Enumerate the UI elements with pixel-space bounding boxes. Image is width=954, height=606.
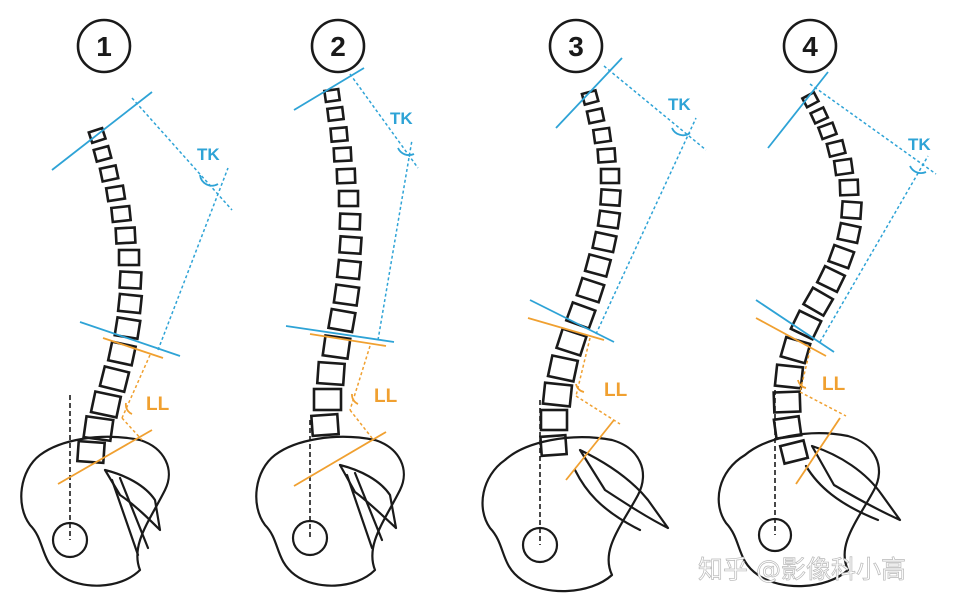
ll-upper-endplate-line — [309, 333, 387, 347]
panel-number: 1 — [96, 31, 112, 62]
pelvis-outline — [20, 435, 170, 587]
panel-number: 2 — [330, 31, 346, 62]
tk-upper-endplate-line — [51, 91, 153, 171]
ll-lower-perpendicular — [799, 391, 847, 417]
ll-lower-endplate-line — [565, 419, 615, 481]
ll-lower-endplate-line — [293, 431, 387, 487]
spine-column — [772, 90, 863, 466]
tk-lower-endplate-line — [529, 299, 615, 343]
pelvis-outline — [255, 435, 405, 587]
panel-number: 3 — [568, 31, 584, 62]
tk-lower-perpendicular — [377, 139, 413, 341]
pelvic-strut — [573, 468, 642, 532]
tk-lower-perpendicular — [157, 167, 229, 351]
ll-label: LL — [604, 380, 628, 401]
tk-upper-perpendicular — [809, 83, 937, 175]
panel-number-badge: 2 — [310, 18, 366, 74]
tk-upper-endplate-line — [293, 67, 365, 111]
tk-label: TK — [197, 145, 220, 164]
sacrum-outline — [578, 448, 670, 530]
ll-upper-perpendicular — [799, 349, 811, 393]
pelvic-strut — [110, 476, 150, 557]
tk-angle-arc — [397, 147, 415, 157]
spine-column — [75, 126, 144, 465]
ll-upper-endplate-line — [102, 337, 164, 359]
ll-lower-endplate-line — [795, 417, 841, 485]
sacrum-outline — [338, 463, 398, 530]
ll-label: LL — [146, 394, 170, 415]
ll-lower-perpendicular — [121, 417, 143, 441]
panel-2: TK LL 2 — [255, 18, 419, 587]
tk-label: TK — [668, 95, 691, 114]
ll-angle-arc — [351, 393, 359, 405]
ll-upper-endplate-line — [755, 317, 827, 357]
tk-lower-endplate-line — [755, 299, 835, 353]
sacrum-outline — [810, 444, 902, 522]
ll-label: LL — [822, 374, 846, 395]
panel-number-badge: 1 — [76, 18, 132, 74]
tk-upper-perpendicular — [603, 65, 707, 151]
panel-3: TK LL 3 — [481, 18, 707, 593]
spine-column — [309, 87, 363, 438]
tk-upper-endplate-line — [767, 71, 829, 149]
tk-lower-perpendicular — [595, 117, 697, 335]
tk-upper-endplate-line — [555, 57, 623, 129]
tk-lower-endplate-line — [285, 325, 395, 343]
tk-upper-perpendicular — [349, 73, 419, 169]
tk-label: TK — [908, 135, 931, 154]
panel-1: TK LL 1 — [20, 18, 233, 587]
ll-upper-endplate-line — [527, 317, 605, 341]
ll-angle-arc — [124, 402, 133, 415]
pelvis-outline — [717, 432, 880, 588]
ll-lower-endplate-line — [57, 429, 153, 485]
tk-angle-arc — [909, 165, 927, 175]
tk-lower-endplate-line — [79, 321, 181, 357]
tk-angle-arc — [199, 174, 219, 187]
pelvis-outline — [481, 436, 645, 593]
panel-number-badge: 3 — [548, 18, 604, 74]
pelvic-strut — [804, 464, 880, 522]
watermark: 知乎 @影像科小高 — [698, 555, 906, 584]
panel-4: TK LL 4 — [717, 18, 937, 588]
pelvic-strut — [345, 471, 384, 550]
panel-number: 4 — [802, 31, 818, 62]
ll-angle-arc — [797, 379, 807, 389]
ll-label: LL — [374, 386, 398, 407]
panel-number-badge: 4 — [782, 18, 838, 74]
ll-upper-perpendicular — [575, 337, 591, 397]
tk-lower-perpendicular — [819, 155, 929, 343]
tk-label: TK — [390, 109, 413, 128]
sacrum-outline — [103, 468, 162, 532]
ll-angle-arc — [575, 383, 585, 393]
tk-angle-arc — [671, 127, 691, 137]
ll-lower-perpendicular — [349, 409, 373, 439]
